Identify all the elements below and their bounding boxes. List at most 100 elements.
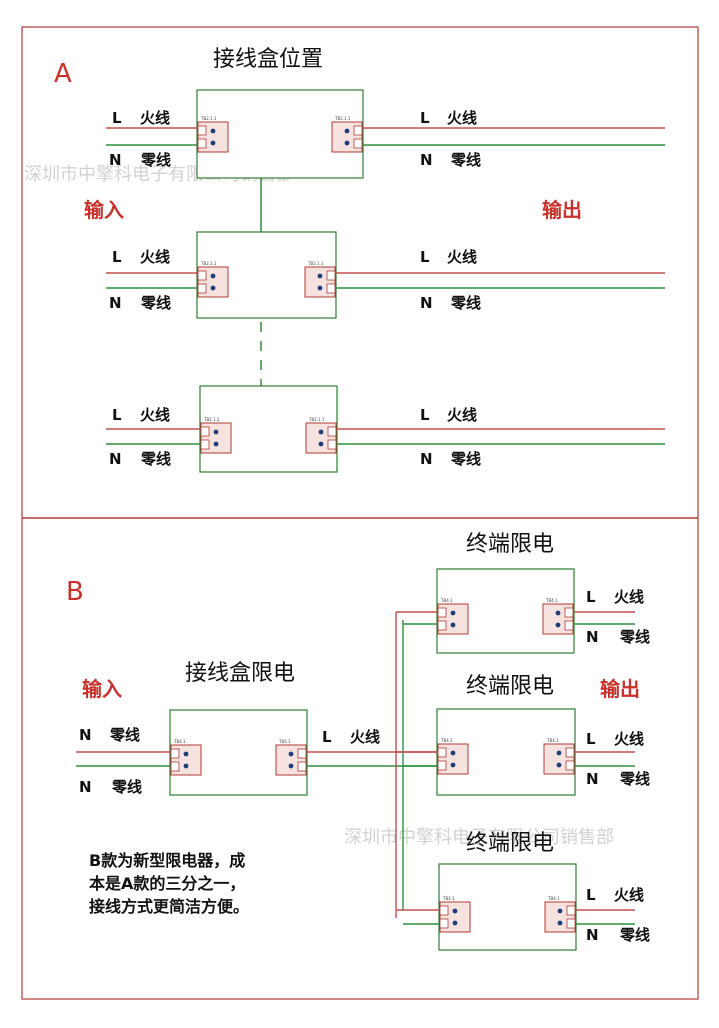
- section-a-output-terminal-3-mark: TB2.1.1: [308, 417, 325, 422]
- section-a-input-terminal-3-slot-bottom: [200, 439, 210, 450]
- section-b-input-neutral-label-top: 零线: [109, 726, 140, 744]
- section-a-output-terminal-2-slot-top: [326, 270, 336, 281]
- section-b-output-terminal-slot-bottom: [297, 761, 307, 772]
- section-b-terminal-input-1-pin-bottom: [450, 622, 456, 628]
- section-a-output-neutral-label-1: 零线: [450, 151, 481, 169]
- section-b-terminal-input-3: TB4.1: [439, 896, 471, 933]
- section-a-output-l-label-1: L: [420, 109, 430, 127]
- section-b-output-terminal-slot-top: [297, 748, 307, 759]
- section-a-output-terminal-3-pin-bottom: [318, 441, 324, 447]
- section-b-terminal-input-1: TB4.1: [437, 598, 469, 635]
- section-b-output-label: 输出: [600, 677, 640, 701]
- section-a-input-l-label-2: L: [112, 248, 122, 266]
- section-b-input-terminal-mark: TB4.1: [173, 739, 186, 744]
- section-a-output-terminal-2-pin-top: [317, 273, 323, 279]
- section-b-terminal-output-3-pin-top: [557, 908, 563, 914]
- section-b-terminal-input-3-slot-bottom: [439, 918, 449, 929]
- section-b-terminal-input-2-pin-bottom: [450, 762, 456, 768]
- section-b-terminal-input-2-mark: TB4.1: [440, 738, 453, 743]
- section-b-terminal-output-3-slot-bottom: [566, 918, 576, 929]
- section-a-title: 接线盒位置: [213, 47, 323, 72]
- section-a-input-terminal-2-mark: TB2.1.1: [200, 261, 217, 266]
- section-a-input-terminal-2-slot-bottom: [197, 283, 207, 294]
- section-a-input-n-label-3: N: [109, 450, 122, 468]
- section-b-terminal-output-3-mark: TB4.1: [547, 896, 560, 901]
- section-a-output-hot-label-2: 火线: [447, 248, 477, 266]
- section-b-terminal-output-2-slot-top: [565, 747, 575, 758]
- section-a-output-n-label-2: N: [420, 294, 433, 312]
- section-b-letter: B: [66, 577, 84, 607]
- section-a-input-terminal-3-slot-top: [200, 426, 210, 437]
- section-b-output-neutral-label-1: 零线: [619, 628, 650, 646]
- section-a-output-hot-label-1: 火线: [447, 109, 477, 127]
- section-a-output-l-label-3: L: [420, 406, 430, 424]
- section-b-output-l-label-2: L: [586, 730, 596, 748]
- section-b-note-line-2: 本是A款的三分之一，: [89, 874, 245, 893]
- section-a-input-terminal-1-slot-bottom: [197, 138, 207, 149]
- section-b-terminal-output-2-slot-bottom: [565, 760, 575, 771]
- section-b-output-terminal-mark: TB4.1: [278, 739, 291, 744]
- section-a-output-terminal-1-slot-top: [353, 125, 363, 136]
- section-b-terminal-output-2: TB4.1: [543, 738, 575, 775]
- section-a-input-n-label-2: N: [109, 294, 122, 312]
- section-a-output-terminal-1: TB2.1.1: [331, 116, 363, 153]
- section-a-output-terminal-2: TB2.1.1: [304, 261, 336, 298]
- section-a-input-hot-label-2: 火线: [140, 248, 170, 266]
- section-b-terminal-input-3-mark: TB4.1: [442, 896, 455, 901]
- section-b-terminal-output-1-mark: TB4.1: [545, 598, 558, 603]
- section-b-output-l-label-1: L: [586, 588, 596, 606]
- section-b-output-terminal-pin-top: [288, 751, 294, 757]
- section-b-terminal-input-1-slot-bottom: [437, 620, 447, 631]
- section-a-output-neutral-label-2: 零线: [450, 294, 481, 312]
- section-b-terminal-input-2: TB4.1: [437, 738, 469, 775]
- section-b-terminal-input-3-slot-top: [439, 905, 449, 916]
- section-a-input-neutral-label-2: 零线: [140, 294, 171, 312]
- section-b-main-hot-label: 火线: [350, 728, 380, 746]
- section-b-input-label: 输入: [82, 677, 122, 701]
- section-a-input-l-label-1: L: [112, 109, 122, 127]
- section-b-terminal-title-1: 终端限电: [466, 532, 554, 557]
- section-a-output-terminal-2-pin-bottom: [317, 285, 323, 291]
- section-a-input-neutral-label-3: 零线: [140, 450, 171, 468]
- section-b-terminal-output-2-pin-bottom: [556, 762, 562, 768]
- section-b-terminal-input-2-slot-bottom: [437, 760, 447, 771]
- section-b-terminal-output-1: TB4.1: [542, 598, 574, 635]
- section-a-output-hot-label-3: 火线: [447, 406, 477, 424]
- section-b-input-terminal-slot-top: [170, 748, 180, 759]
- section-b-output-hot-label-1: 火线: [614, 588, 644, 606]
- section-a-output-label: 输出: [542, 198, 582, 222]
- section-a-input-terminal-2-pin-top: [210, 273, 216, 279]
- section-a-output-terminal-2-slot-bottom: [326, 283, 336, 294]
- section-a-input-terminal-1-mark: TB2.1.1: [200, 116, 217, 121]
- section-a-letter: A: [54, 59, 72, 89]
- section-a-input-terminal-1: TB2.1.1: [197, 116, 229, 153]
- section-b-terminal-input-3-pin-top: [452, 908, 458, 914]
- section-a-output-terminal-1-mark: TB2.1.1: [334, 116, 351, 121]
- section-b-main-l-label: L: [322, 728, 332, 746]
- section-b-box-title: 接线盒限电: [185, 661, 295, 686]
- section-b-terminal-title-3: 终端限电: [466, 831, 554, 856]
- section-a-output-neutral-label-3: 零线: [450, 450, 481, 468]
- section-b-note-line-1: B款为新型限电器，成: [89, 851, 245, 870]
- section-b-input-n-label-bottom: N: [79, 778, 92, 796]
- section-a-output-l-label-2: L: [420, 248, 430, 266]
- section-b-output-n-label-1: N: [586, 628, 599, 646]
- section-a-input-terminal-3-pin-top: [213, 429, 219, 435]
- section-b-note-line-3: 接线方式更简洁方便。: [89, 897, 249, 916]
- section-b-output-neutral-label-2: 零线: [619, 770, 650, 788]
- section-b-input-terminal-pin-top: [183, 751, 189, 757]
- section-b-output-terminal-pin-bottom: [288, 763, 294, 769]
- section-a-input-label: 输入: [84, 198, 124, 222]
- section-a-input-hot-label-1: 火线: [140, 109, 170, 127]
- section-b-terminal-output-3-pin-bottom: [557, 920, 563, 926]
- section-b-input-terminal: TB4.1: [170, 739, 202, 776]
- section-a-input-terminal-1-slot-top: [197, 125, 207, 136]
- section-a-output-terminal-3-slot-bottom: [327, 439, 337, 450]
- section-a-output-terminal-3-slot-top: [327, 426, 337, 437]
- watermark-bottom: 深圳市中擎科电子有限公司销售部: [344, 827, 614, 848]
- section-b-terminal-output-2-pin-top: [556, 750, 562, 756]
- section-a-input-neutral-label-1: 零线: [140, 151, 171, 169]
- section-b-terminal-output-3-slot-top: [566, 905, 576, 916]
- section-a-input-terminal-2: TB2.1.1: [197, 261, 229, 298]
